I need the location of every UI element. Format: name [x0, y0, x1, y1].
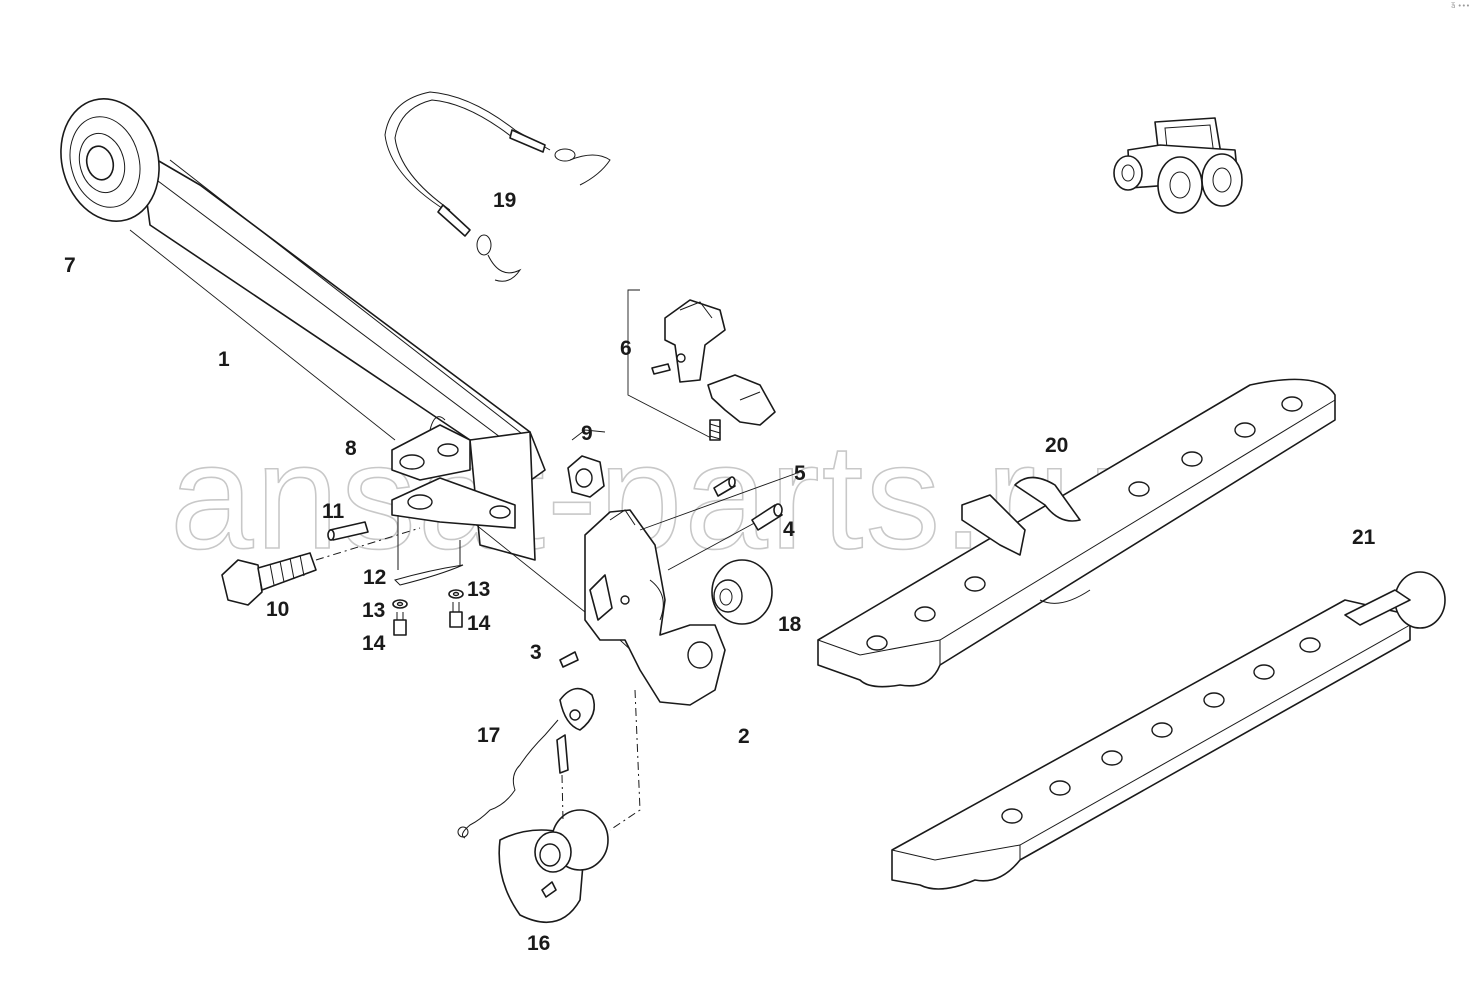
bushing-4-illustration [751, 503, 783, 531]
label-part-8: 8 [345, 437, 357, 460]
lynch-pin-chain-illustration [457, 687, 596, 839]
label-part-4: 4 [783, 518, 795, 541]
label-part-19: 19 [493, 189, 516, 212]
corner-mark: a̅̆ ••• [1451, 2, 1470, 10]
ball-plate-illustration [498, 809, 609, 924]
latch-kit-illustration [627, 289, 776, 441]
label-part-18: 18 [778, 613, 802, 636]
label-part-13-right: 13 [467, 578, 490, 601]
washer-screw-right-illustration [448, 589, 464, 628]
small-pin-illustration [559, 651, 579, 668]
label-part-21: 21 [1352, 526, 1376, 549]
drawbar-21-illustration [891, 571, 1446, 890]
ball-joint-illustration [711, 559, 773, 625]
quick-hook-illustration [584, 471, 801, 831]
label-part-6: 6 [620, 337, 632, 360]
label-part-9: 9 [581, 422, 593, 445]
label-part-11: 11 [322, 500, 345, 523]
label-part-5: 5 [794, 462, 806, 485]
label-part-1: 1 [218, 348, 230, 371]
tractor-thumbnail [1113, 117, 1243, 214]
clevis-bracket-illustration [391, 416, 516, 529]
label-part-14-right: 14 [467, 612, 491, 635]
part-labels: 1 2 3 4 5 6 7 8 9 10 11 12 13 13 14 14 1… [64, 189, 1376, 955]
label-part-10: 10 [266, 598, 289, 621]
label-part-2: 2 [738, 725, 750, 748]
washer-screw-left-illustration [392, 599, 408, 636]
spring-clip-illustration [394, 515, 464, 586]
label-part-3: 3 [530, 641, 542, 664]
bushing-5-illustration [713, 476, 736, 497]
safety-chain-illustration [384, 91, 611, 282]
lower-link-arm-illustration [60, 98, 691, 706]
bolt-illustration [221, 527, 421, 606]
label-part-20: 20 [1045, 434, 1068, 457]
label-part-7: 7 [64, 254, 76, 277]
drawbar-20-illustration [817, 378, 1336, 688]
label-part-16: 16 [527, 932, 550, 955]
spring-pin-illustration [327, 521, 369, 541]
label-part-14-left: 14 [362, 632, 386, 655]
label-part-13-left: 13 [362, 599, 385, 622]
nut-illustration [567, 429, 606, 498]
label-part-17: 17 [477, 724, 500, 747]
label-part-12: 12 [363, 566, 386, 589]
